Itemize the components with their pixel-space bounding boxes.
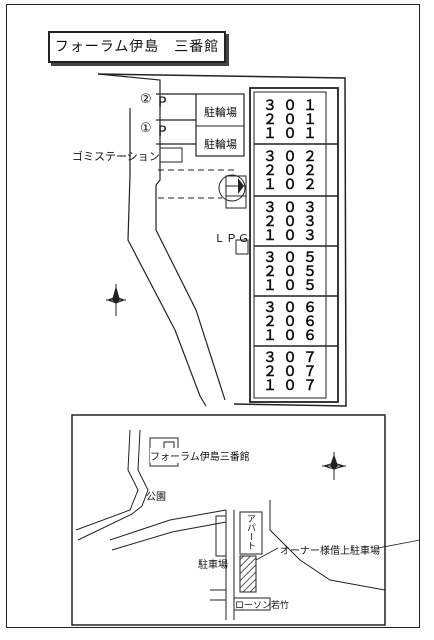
inset-building-label: フォーラム伊島三番館: [150, 448, 250, 463]
map-frame: [6, 4, 420, 628]
parking-label: P: [158, 124, 167, 140]
unit-number: １０３: [263, 228, 323, 244]
unit-group: ３０７ ２０７ １０７: [262, 351, 324, 393]
parking-number-2: ②: [140, 92, 152, 107]
unit-number: ２０５: [263, 264, 323, 280]
unit-number: ２０２: [263, 163, 323, 179]
inset-parking-label: 駐車場: [198, 560, 228, 571]
north-arrow-icon: [322, 452, 346, 480]
unit-number: ２０６: [263, 314, 323, 330]
north-arrow-icon: [106, 284, 126, 316]
unit-group: ３０２ ２０２ １０２: [262, 150, 324, 192]
garbage-station-label: ゴミステーション: [72, 150, 160, 163]
unit-number: ３０２: [263, 149, 323, 165]
inset-apartment-label: アパート: [245, 514, 255, 550]
unit-number: １０５: [263, 278, 323, 294]
unit-number: ２０３: [263, 214, 323, 230]
inset-store-label: ローソン若竹: [235, 601, 290, 611]
unit-number: １０１: [263, 126, 323, 142]
owner-parking-label: オーナー様借上駐車場: [280, 546, 380, 557]
parking-label: P: [158, 95, 167, 111]
bicycle-parking-label: 駐輪場: [204, 106, 237, 119]
map-title: フォーラム伊島 三番館: [48, 31, 226, 63]
unit-number: １０２: [263, 177, 323, 193]
unit-group: ３０６ ２０６ １０６: [262, 301, 324, 343]
unit-group: ３０３ ２０３ １０３: [262, 201, 324, 243]
unit-number: ２０１: [263, 112, 323, 128]
unit-number: ３０１: [263, 98, 323, 114]
unit-number: １０６: [263, 328, 323, 344]
parking-number-1: ①: [140, 121, 152, 136]
bicycle-parking-label: 駐輪場: [204, 138, 237, 151]
unit-number: ３０７: [263, 350, 323, 366]
unit-group: ３０５ ２０５ １０５: [262, 251, 324, 293]
unit-group: ３０１ ２０１ １０１: [262, 99, 324, 141]
unit-number: ３０６: [263, 300, 323, 316]
unit-number: ２０７: [263, 364, 323, 380]
unit-number: ３０３: [263, 200, 323, 216]
inset-park-label: 公園: [146, 492, 166, 503]
unit-number: ３０５: [263, 250, 323, 266]
unit-number: １０７: [263, 378, 323, 394]
lpg-label: ＬＰＧ: [214, 232, 250, 245]
